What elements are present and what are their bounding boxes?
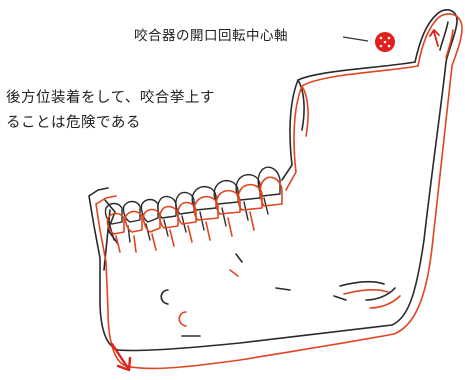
chin-motion-arrow-icon: [112, 344, 130, 370]
mandible-original-outline: [89, 10, 457, 351]
condyle-motion-arrow-icon: [430, 30, 439, 46]
mandible-displaced-outline: [96, 14, 462, 369]
rotation-axis-marker-icon: [375, 32, 395, 52]
axis-leader-line: [343, 37, 368, 41]
